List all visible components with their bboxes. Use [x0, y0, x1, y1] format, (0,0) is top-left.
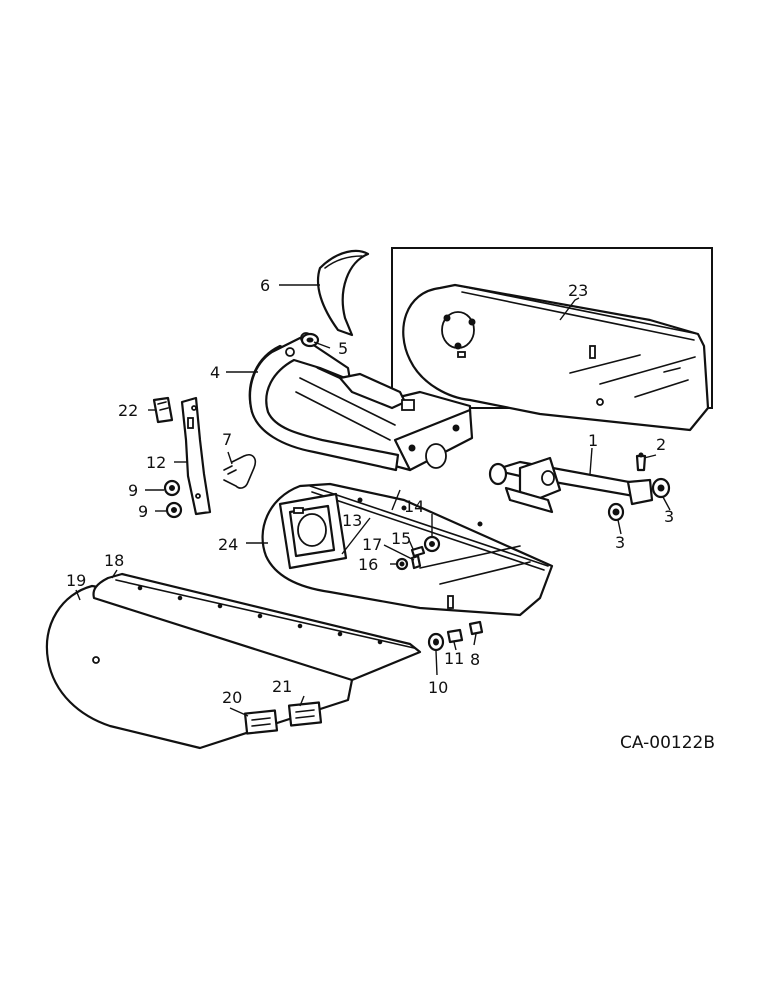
leader-lines [75, 284, 671, 717]
callout-24: 24 [218, 535, 238, 554]
callout-8: 8 [470, 650, 480, 669]
part-8-pin [468, 620, 484, 636]
part-4-main-frame [248, 332, 474, 472]
part-10-bushing [427, 632, 445, 652]
callout-19: 19 [66, 571, 86, 590]
callout-labels: 1 2 3 3 4 5 6 7 8 9 9 10 11 12 13 14 15 … [66, 276, 674, 707]
part-1-pivot-shaft-arm [488, 456, 654, 514]
part-14-nut [423, 535, 441, 553]
reference-code: CA-00122B [620, 733, 715, 753]
part-19-outer-shield [45, 572, 422, 750]
part-23-upper-shield-inset [391, 247, 713, 432]
part-9-nut-upper [163, 479, 181, 497]
callout-16: 16 [358, 555, 378, 574]
callout-11: 11 [444, 649, 464, 668]
part-11-spacer [446, 628, 464, 644]
callout-18: 18 [104, 551, 124, 570]
part-12-support-bracket [180, 396, 212, 516]
part-3-bushing-left [607, 502, 625, 522]
callout-7: 7 [222, 430, 232, 449]
part-20-decal [243, 709, 279, 735]
callout-2: 2 [656, 435, 666, 454]
callout-22: 22 [118, 401, 138, 420]
callout-14: 14 [404, 497, 424, 516]
callout-9-upper: 9 [128, 481, 138, 500]
callout-21: 21 [272, 677, 292, 696]
callout-3-right: 3 [664, 507, 674, 526]
callout-1: 1 [588, 431, 598, 450]
part-17-spacer [410, 554, 422, 570]
part-15-bolt [410, 545, 426, 558]
callout-17: 17 [362, 535, 382, 554]
callout-12: 12 [146, 453, 166, 472]
callout-23: 23 [568, 281, 588, 300]
part-5-bushing [300, 332, 320, 348]
part-24-inner-shield [261, 482, 554, 617]
part-16-washer [395, 557, 409, 571]
part-3-bushing-right [651, 477, 671, 499]
callout-10: 10 [428, 678, 448, 697]
part-2-grease-fitting [635, 452, 647, 472]
callout-4: 4 [210, 363, 220, 382]
callout-6: 6 [260, 276, 270, 295]
callout-5: 5 [338, 339, 348, 358]
callout-9-lower: 9 [138, 502, 148, 521]
part-22-bracket-clip [152, 396, 174, 424]
part-6-curved-segment [316, 249, 370, 337]
callout-13: 13 [342, 511, 362, 530]
part-21-decal [287, 701, 323, 727]
callout-3-left: 3 [615, 533, 625, 552]
callout-20: 20 [222, 688, 242, 707]
part-7-u-bolt [223, 453, 257, 489]
part-9-nut-lower [165, 501, 183, 519]
callout-15: 15 [391, 529, 411, 548]
